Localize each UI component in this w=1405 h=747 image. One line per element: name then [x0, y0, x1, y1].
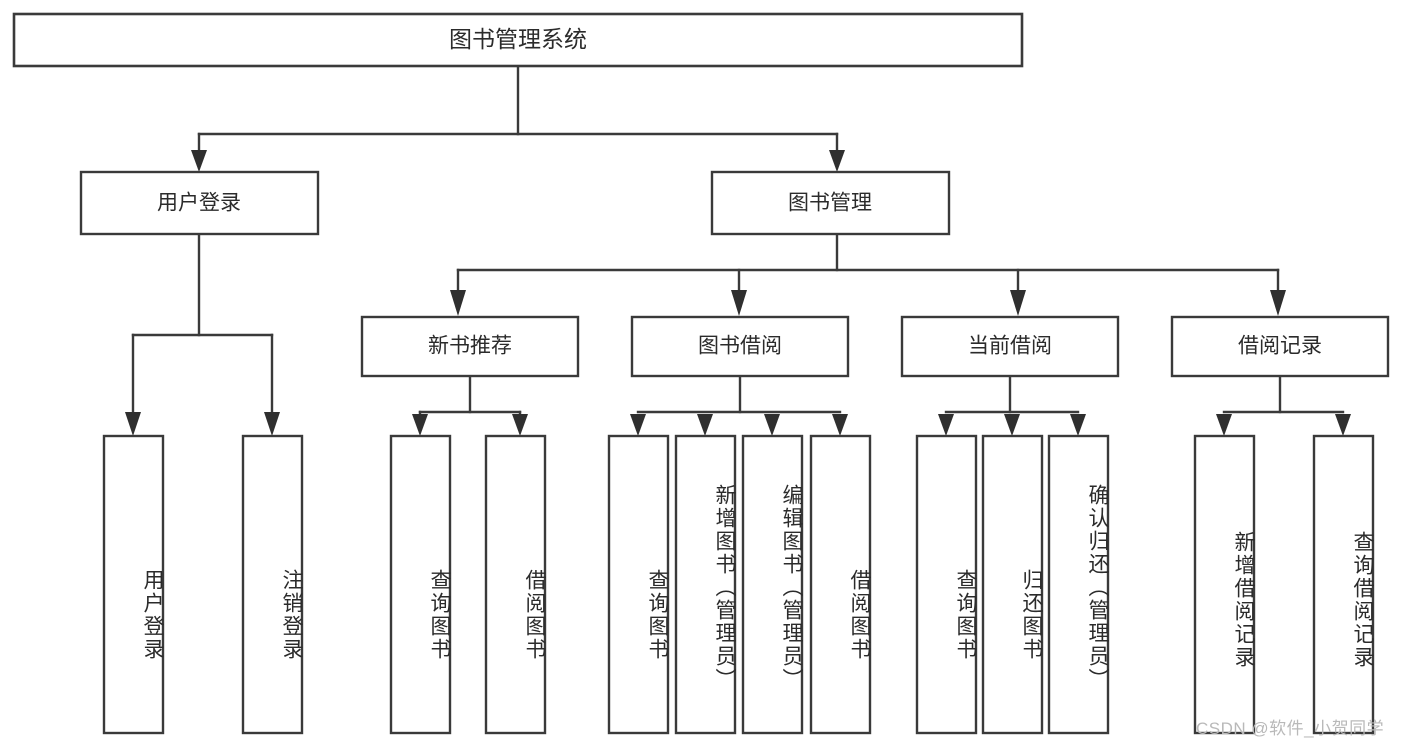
arrow-leaf-add-record	[1216, 414, 1232, 436]
leaf-boxes-borrow-record	[1193, 434, 1375, 735]
connector-group-book-mgmt-to-level3	[450, 232, 1286, 316]
leaf-box-user-login[interactable]	[102, 434, 165, 735]
arrow-leaf-add-book	[697, 414, 713, 436]
node-root-label: 图书管理系统	[449, 26, 587, 52]
arrow-to-user-login	[191, 150, 207, 172]
leaf-box-query-record[interactable]	[1312, 434, 1375, 735]
arrow-leaf-borrow-book-2	[832, 414, 848, 436]
connector-group-root-to-level2	[191, 64, 845, 172]
arrow-leaf-query-book-1	[412, 414, 428, 436]
arrow-leaf-query-book-3	[938, 414, 954, 436]
arrow-leaf-edit-book	[764, 414, 780, 436]
arrow-leaf-logout	[264, 412, 280, 436]
arrow-to-borrow-record	[1270, 290, 1286, 316]
arrow-leaf-query-record	[1335, 414, 1351, 436]
arrow-to-book-mgmt	[829, 150, 845, 172]
leaf-box-borrow-book-2[interactable]	[809, 434, 872, 735]
leaf-box-query-book-3[interactable]	[915, 434, 978, 735]
leaf-boxes-book-borrow	[607, 434, 872, 735]
leaf-boxes-user-login	[102, 434, 304, 735]
node-book-borrow[interactable]: 图书借阅	[630, 315, 850, 378]
node-borrow-record[interactable]: 借阅记录	[1170, 315, 1390, 378]
leaf-box-return-book[interactable]	[981, 434, 1044, 735]
arrow-leaf-confirm-return	[1070, 414, 1086, 436]
node-borrow-record-label: 借阅记录	[1238, 335, 1322, 358]
leaf-box-query-book-2[interactable]	[607, 434, 670, 735]
node-current-borrow[interactable]: 当前借阅	[900, 315, 1120, 378]
node-book-management-label: 图书管理	[788, 192, 872, 215]
leaf-boxes-new-book-recommend	[389, 434, 547, 735]
arrow-to-current-borrow	[1010, 290, 1026, 316]
node-current-borrow-box[interactable]	[900, 315, 1120, 378]
arrow-leaf-query-book-2	[630, 414, 646, 436]
connector-group-borrow-record-to-leaves	[1216, 374, 1351, 436]
arrow-leaf-borrow-book-1	[512, 414, 528, 436]
node-book-borrow-box[interactable]	[630, 315, 850, 378]
node-root-system[interactable]: 图书管理系统	[12, 12, 1024, 68]
node-book-borrow-label: 图书借阅	[698, 335, 782, 358]
arrow-to-new-book	[450, 290, 466, 316]
leaf-box-add-record[interactable]	[1193, 434, 1256, 735]
csdn-watermark: CSDN @软件_小贺同学	[1196, 719, 1385, 738]
node-current-borrow-label: 当前借阅	[968, 335, 1052, 358]
node-book-management-box[interactable]	[710, 170, 951, 236]
node-new-book-recommend[interactable]: 新书推荐	[360, 315, 580, 378]
leaf-box-add-book[interactable]	[674, 434, 737, 735]
node-borrow-record-box[interactable]	[1170, 315, 1390, 378]
node-user-login[interactable]: 用户登录	[79, 170, 320, 236]
connector-group-current-borrow-to-leaves	[938, 374, 1086, 436]
node-root-box[interactable]	[12, 12, 1024, 68]
leaf-box-query-book-1[interactable]	[389, 434, 452, 735]
node-book-management[interactable]: 图书管理	[710, 170, 951, 236]
node-new-book-recommend-label: 新书推荐	[428, 335, 512, 358]
node-user-login-box[interactable]	[79, 170, 320, 236]
leaf-box-confirm-return[interactable]	[1047, 434, 1110, 735]
connector-group-new-book-to-leaves	[412, 374, 528, 436]
leaf-box-logout[interactable]	[241, 434, 304, 735]
node-user-login-label: 用户登录	[157, 192, 241, 215]
arrow-leaf-return-book	[1004, 414, 1020, 436]
node-new-book-recommend-box[interactable]	[360, 315, 580, 378]
arrow-leaf-user-login	[125, 412, 141, 436]
leaf-box-borrow-book-1[interactable]	[484, 434, 547, 735]
connector-group-book-borrow-to-leaves	[630, 374, 848, 436]
leaf-boxes-current-borrow	[915, 434, 1110, 735]
connector-group-user-login-to-leaves	[125, 232, 280, 436]
leaf-box-edit-book[interactable]	[741, 434, 804, 735]
arrow-to-book-borrow	[731, 290, 747, 316]
